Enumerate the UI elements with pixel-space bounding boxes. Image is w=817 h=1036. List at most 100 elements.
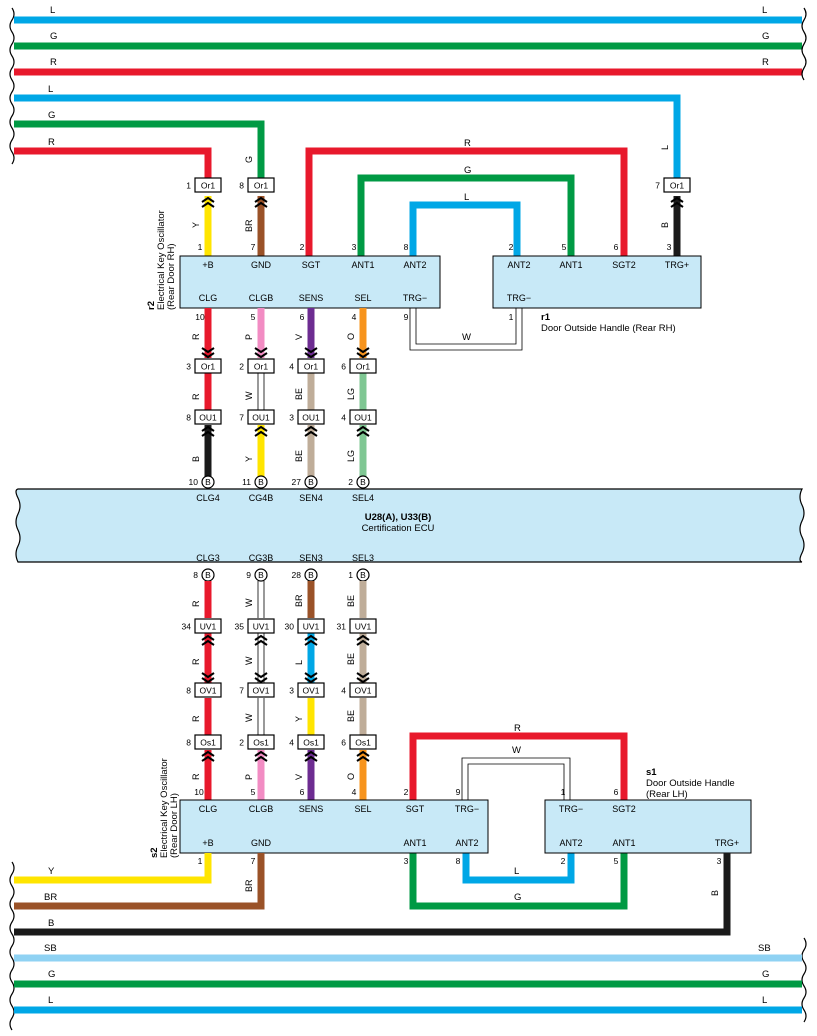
conn-or1top-1-box	[247, 177, 275, 193]
ecu-title: U28(A), U33(B)	[365, 512, 432, 523]
break-bot-right	[801, 937, 807, 1023]
ecu-top-pin-conn-0: B	[205, 477, 211, 487]
conn-ov1-1-box	[247, 682, 275, 698]
conn-or1mid-3-box	[349, 358, 377, 374]
r1-pin-trgm-name: TRG−	[507, 293, 531, 303]
s2-pin-sgt-num: 2	[404, 787, 409, 797]
chev-ov1-0	[201, 672, 215, 684]
s-loop-L	[462, 853, 575, 884]
chev-ov1-3	[356, 672, 370, 684]
chev-os1-2	[304, 750, 318, 762]
top-buses: L L G G R R	[14, 5, 802, 76]
r1-id: r1	[541, 312, 551, 323]
or1-L-vert-label: L	[660, 145, 670, 150]
conn-os1-2-box	[297, 734, 325, 750]
bus-bot-G-right: G	[762, 969, 769, 980]
s1-name: Door Outside Handle	[646, 778, 735, 789]
branch-G-label: G	[48, 110, 55, 121]
conn-ou1-0-box	[194, 409, 222, 425]
conn-ov1-1-num: 7	[239, 686, 244, 696]
conn-or1top-2-box	[663, 177, 691, 193]
conn-uv1-2-num: 30	[285, 622, 295, 632]
conn-ov1-1-label: OV1	[252, 686, 269, 696]
ecu-top-pin-conn-1: B	[258, 477, 264, 487]
chev-or1mid-1-mark	[254, 352, 268, 359]
s-loop-G	[409, 853, 628, 910]
chev-or1top-2-mark	[670, 196, 684, 203]
s1-sub: (Rear LH)	[646, 789, 688, 800]
chev-uv1-0-mark	[201, 639, 215, 646]
s2-title: s2 Electrical Key Oscillator (Rear Door …	[149, 758, 180, 858]
s-loop-R-label: R	[514, 723, 521, 734]
branch-BR	[14, 853, 265, 910]
conn-or1top-0-label: Or1	[201, 181, 215, 191]
conn-uv1-3-box	[349, 618, 377, 634]
s1-pin-trgp-num: 3	[717, 856, 722, 866]
conn-or1mid-2-label: Or1	[304, 362, 318, 372]
conn-uv1-0-label: UV1	[200, 622, 217, 632]
conn-or1top-0-num: 1	[186, 181, 191, 191]
branch-R-to-r2	[14, 147, 212, 178]
conn-or1top-1-num: 8	[239, 181, 244, 191]
chev-ou1-0	[201, 425, 215, 437]
r2-body	[179, 255, 441, 309]
wire-s2-seg5-label-1: W	[244, 656, 254, 665]
ecu-body	[15, 488, 805, 563]
branch-B-label: B	[48, 918, 54, 929]
chev-uv1-2-mark	[304, 634, 318, 641]
wire-s2-seg6-label-1: W	[244, 713, 254, 722]
s2-pin-gnd-num: 7	[251, 856, 256, 866]
chev-uv1-0	[201, 634, 215, 646]
s1-pin-sgt2-name: SGT2	[612, 804, 636, 814]
r1-name: Door Outside Handle (Rear RH)	[541, 323, 676, 334]
conn-or1mid-2-num: 4	[289, 362, 294, 372]
conn-os1-2-num: 4	[289, 738, 294, 748]
chev-or1top-1-mark	[254, 196, 268, 203]
s2-name: Electrical Key Oscillator	[159, 758, 170, 858]
ecu-top-pin-num-0: 10	[189, 477, 199, 487]
conn-uv1-3-num: 31	[337, 622, 347, 632]
chev-uv1-3-mark	[356, 639, 370, 646]
wire-s2-seg7-label-2: V	[294, 774, 304, 780]
wire-r2-seg3-label-3: LG	[346, 450, 356, 462]
conn-or1mid-3-label: Or1	[356, 362, 370, 372]
chev-uv1-1	[254, 634, 268, 646]
conn-ov1-2-box	[297, 682, 325, 698]
branch-L-to-r1	[14, 94, 681, 178]
chev-or1mid-0	[201, 347, 215, 359]
chev-or1top-1-mark	[254, 201, 268, 208]
conn-ou1-1-num: 7	[239, 413, 244, 423]
ecu-bot-pin-num-3: 1	[348, 570, 353, 580]
s2-pin-clgb-num: 5	[251, 787, 256, 797]
r1-body	[492, 255, 702, 309]
ecu-top-pin-num-3: 2	[348, 477, 353, 487]
wire-s2-seg4-label-1: W	[244, 598, 254, 607]
loop-G	[357, 174, 575, 256]
r2-pin-trg-name: TRG−	[403, 293, 427, 303]
loop-L-label: L	[464, 192, 469, 203]
wire-s2-seg4-label-0: R	[191, 600, 201, 607]
wire-s2-seg7-label-0: R	[191, 773, 201, 780]
bus-top-R-left: R	[50, 57, 57, 68]
r1-trg-label: B	[660, 222, 670, 228]
chev-os1-3-mark	[356, 750, 370, 757]
chev-ov1-0-mark	[201, 672, 215, 679]
chev-ov1-0-mark	[201, 677, 215, 684]
s-loop-R	[409, 732, 628, 800]
conn-ov1-2-label: OV1	[302, 686, 319, 696]
r2-pin-sel-num: 4	[352, 312, 357, 322]
s2-pin-clgb-name: CLGB	[249, 804, 274, 814]
ecu-bot-pin-conn-2: B	[308, 570, 314, 580]
conn-os1-1-label: Os1	[253, 738, 269, 748]
wire-s2-seg6-label-3: BE	[346, 710, 356, 722]
wire-s2-seg4-label-2: BR	[294, 594, 304, 607]
conn-ou1-0-num: 8	[186, 413, 191, 423]
r2-gnd-label: BR	[244, 219, 254, 232]
chev-ov1-2-mark	[304, 672, 318, 679]
chev-or1top-2-mark	[670, 201, 684, 208]
r2-id: r2	[146, 301, 157, 310]
r2-sub: (Rear Door RH)	[166, 243, 177, 310]
r2-pin-clg-name: CLG	[199, 293, 218, 303]
